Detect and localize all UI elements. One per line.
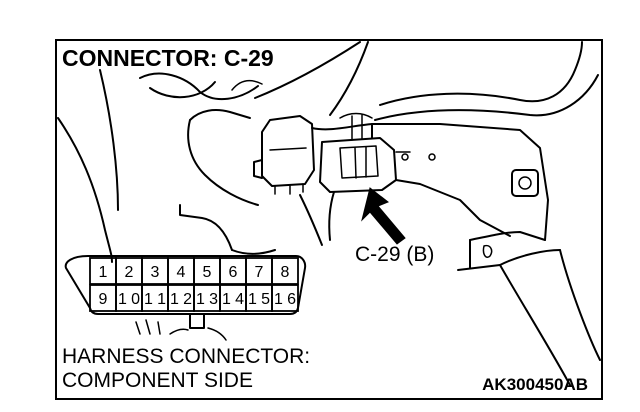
pin-cell bbox=[271, 257, 299, 285]
pointer-arrow bbox=[361, 187, 406, 245]
pin-number: 5 bbox=[203, 264, 212, 281]
pin-number: 10 bbox=[118, 291, 140, 308]
connector-latch bbox=[189, 313, 205, 329]
harness-label-line1: HARNESS CONNECTOR: bbox=[62, 345, 310, 368]
pin-number: 6 bbox=[229, 264, 238, 281]
pin-number: 14 bbox=[222, 291, 244, 308]
pin-number: 9 bbox=[99, 291, 108, 308]
pin-number: 13 bbox=[196, 291, 218, 308]
pin-number: 11 bbox=[144, 291, 166, 308]
figure-code: AK300450AB bbox=[482, 375, 588, 394]
pin-number: 12 bbox=[170, 291, 192, 308]
pin-number: 3 bbox=[151, 264, 160, 281]
connector-title: CONNECTOR: C-29 bbox=[62, 45, 274, 71]
vehicle-illustration bbox=[57, 41, 601, 386]
pin-number: 8 bbox=[281, 264, 290, 281]
pin-number: 16 bbox=[274, 291, 296, 308]
figure-frame bbox=[55, 39, 603, 400]
pin-number: 2 bbox=[125, 264, 134, 281]
callout-c29: C-29 (B) bbox=[355, 243, 434, 266]
pin-number: 7 bbox=[255, 264, 264, 281]
connector-housing bbox=[64, 255, 307, 315]
pin-number: 15 bbox=[248, 291, 270, 308]
pin-cell bbox=[271, 284, 299, 312]
pin-number: 4 bbox=[177, 264, 186, 281]
pin-number: 1 bbox=[99, 264, 108, 281]
harness-label-line2: COMPONENT SIDE bbox=[62, 369, 253, 392]
